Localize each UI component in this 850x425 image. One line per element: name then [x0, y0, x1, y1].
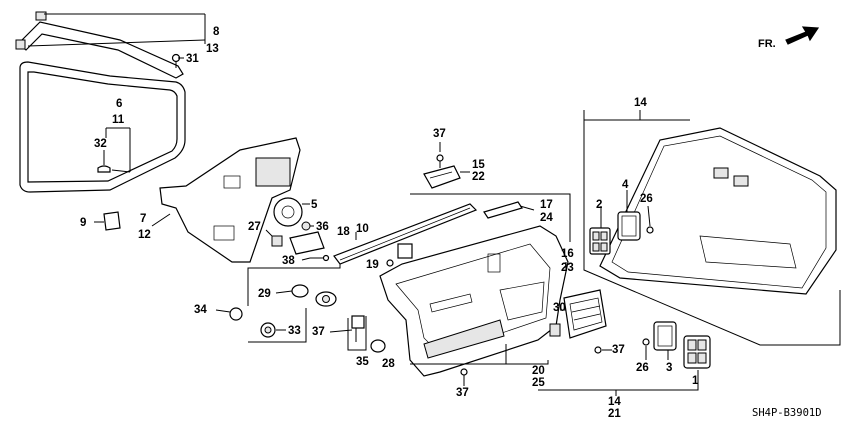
callout-labels: 8 13 31 6 11 32 9 7 12 5 27 36 18 10 38 …: [80, 26, 699, 420]
screw-37-right: [594, 346, 602, 354]
power-window-switch-1: [683, 335, 711, 369]
callout-5: 5: [311, 199, 318, 211]
door-weatherstrip: [19, 61, 186, 193]
callout-10: 10: [356, 223, 369, 235]
callout-25: 25: [532, 377, 545, 389]
plastic-cover: [159, 137, 301, 263]
clip-29: [291, 284, 309, 298]
speaker-grille-5: [273, 197, 303, 227]
door-sash-seal: [15, 11, 184, 79]
callout-28: 28: [382, 358, 395, 370]
callout-12: 12: [138, 229, 151, 241]
clip-26-bottom: [642, 338, 650, 346]
speaker-30: [563, 289, 607, 339]
callout-13: 13: [206, 43, 219, 55]
sill-molding-18: [333, 203, 478, 265]
callout-1: 1: [692, 375, 699, 387]
callout-14-bottom: 14: [608, 396, 621, 408]
callout-22: 22: [472, 171, 485, 183]
callout-29: 29: [258, 288, 271, 300]
callout-11: 11: [112, 114, 125, 126]
pull-pocket-15: [423, 165, 461, 189]
screw-37-top: [436, 154, 444, 168]
callout-9: 9: [80, 217, 86, 229]
callout-23: 23: [561, 262, 574, 274]
callout-37-left: 37: [312, 326, 325, 338]
callout-32: 32: [94, 138, 107, 150]
handle-bracket-36: [289, 221, 325, 255]
clip-26-top: [646, 226, 654, 234]
callout-4: 4: [622, 179, 629, 191]
switch-19: [397, 243, 413, 259]
callout-21: 21: [608, 408, 621, 420]
screw-37-bottom: [460, 368, 468, 382]
callout-31: 31: [186, 53, 199, 65]
clip-32: [97, 150, 111, 173]
callout-19: 19: [366, 259, 379, 271]
callout-37-bottom: 37: [456, 387, 469, 399]
grommet-33: [260, 322, 276, 338]
callout-8: 8: [213, 26, 220, 38]
callout-15: 15: [472, 159, 485, 171]
clip-35: [351, 315, 365, 342]
callout-16: 16: [561, 248, 574, 260]
diagram-code: SH4P-B3901D: [752, 407, 822, 419]
callout-2: 2: [596, 199, 602, 211]
callout-38: 38: [282, 255, 295, 267]
callout-20: 20: [532, 365, 545, 377]
clip-30: [549, 323, 561, 337]
door-trim-right: [583, 110, 841, 346]
callout-27: 27: [248, 221, 261, 233]
callout-37-top: 37: [433, 128, 446, 140]
callout-17: 17: [540, 199, 553, 211]
seal-9: [103, 211, 121, 231]
front-direction-arrow-icon: [785, 26, 820, 45]
screw-19: [386, 259, 394, 267]
callout-3: 3: [666, 362, 672, 374]
callout-26-top: 26: [640, 193, 653, 205]
callout-26-bottom: 26: [636, 362, 649, 374]
callout-6: 6: [116, 98, 122, 110]
screw-38: [310, 254, 330, 262]
clip-31: [171, 53, 181, 68]
clip-27: [271, 235, 283, 247]
callout-7: 7: [140, 213, 146, 225]
callout-30: 30: [553, 302, 566, 314]
callout-34: 34: [194, 304, 207, 316]
callout-14-top: 14: [634, 97, 647, 109]
leader-lines: [27, 13, 699, 396]
bezel-4: [617, 211, 641, 241]
callout-35: 35: [356, 356, 369, 368]
direction-label: FR.: [758, 38, 776, 50]
callout-18: 18: [337, 226, 350, 238]
plug-34: [215, 307, 243, 321]
bezel-3: [653, 321, 677, 351]
trim-pad-17: [483, 201, 523, 219]
callout-36: 36: [316, 221, 329, 233]
clip-28: [370, 339, 386, 353]
callout-33: 33: [288, 325, 301, 337]
power-window-switch-2: [589, 227, 611, 255]
door-lining-assembly: [379, 225, 569, 377]
callout-37-right: 37: [612, 344, 625, 356]
callout-24: 24: [540, 212, 553, 224]
clip-29b: [315, 291, 337, 307]
